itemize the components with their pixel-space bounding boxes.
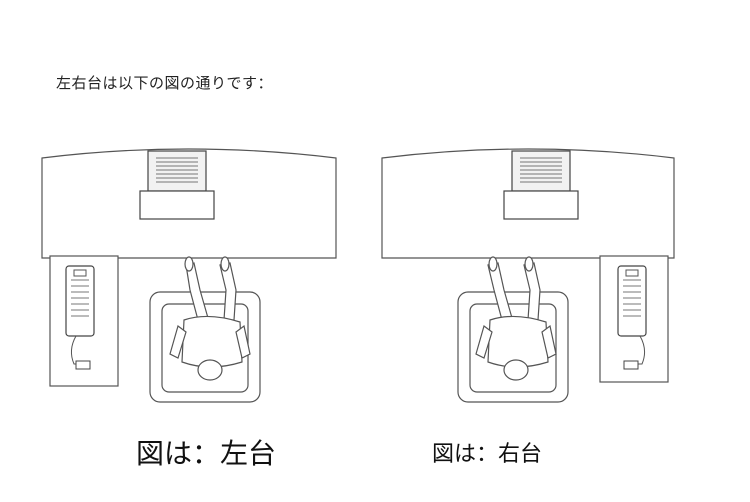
diagram-left-table xyxy=(38,140,338,410)
left-layout-drawing xyxy=(41,148,337,403)
side-table xyxy=(49,255,119,387)
right-layout-drawing xyxy=(381,148,675,403)
diagram-right-table xyxy=(378,140,678,410)
caption-right-table: 図は：右台 xyxy=(432,442,543,467)
monitor-icon xyxy=(139,150,215,220)
intro-text: 左右台は以下の図の通りです： xyxy=(56,74,274,92)
seated-person xyxy=(475,256,557,381)
side-table xyxy=(599,255,669,383)
seated-person xyxy=(169,256,251,381)
caption-left-table: 図は：左台 xyxy=(136,437,277,470)
monitor-icon xyxy=(503,150,579,220)
